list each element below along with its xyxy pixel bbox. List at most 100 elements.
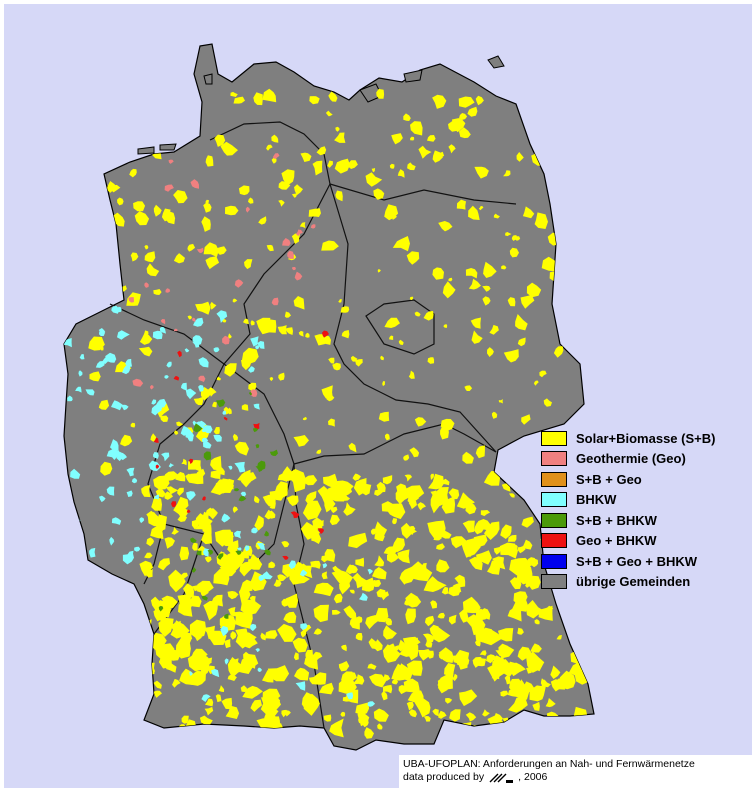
municipality-patch [456,492,475,509]
municipality-patch [434,487,449,506]
municipality-patch [478,726,489,735]
municipality-patch [161,452,170,462]
legend-swatch [541,492,567,508]
municipality-patch [223,416,228,421]
municipality-patch [283,710,291,717]
municipality-patch [217,553,224,560]
municipality-patch [241,347,259,364]
municipality-patch [539,370,547,378]
municipality-patch [214,134,226,147]
municipality-patch [465,268,478,279]
municipality-patch [122,365,131,375]
municipality-patch [507,534,517,542]
municipality-patch [216,246,227,255]
municipality-patch [173,190,188,204]
municipality-patch [224,639,231,649]
municipality-patch [382,684,393,694]
municipality-patch [355,557,365,567]
municipality-patch [541,679,551,688]
municipality-patch [221,697,233,710]
municipality-patch [198,357,209,368]
municipality-patch [157,558,171,571]
municipality-patch [181,458,187,466]
municipality-patch [250,389,258,397]
municipality-patch [430,600,438,609]
municipality-patch [210,455,222,471]
municipality-patch [144,282,149,288]
municipality-patch [212,401,217,408]
municipality-patch [371,168,376,173]
municipality-patch [444,663,456,677]
municipality-patch [310,560,321,569]
municipality-patch [468,278,481,290]
municipality-patch [323,714,332,722]
municipality-patch [201,428,206,433]
municipality-patch [365,615,380,630]
municipality-patch [406,251,420,265]
municipality-patch [243,318,249,325]
municipality-patch [365,172,383,187]
municipality-patch [350,355,358,362]
municipality-patch [448,277,453,282]
map-frame: Solar+Biomasse (S+B)Geothermie (Geo)S+B … [4,4,752,788]
municipality-patch [240,472,257,488]
municipality-patch [164,537,175,549]
municipality-patch [312,160,323,176]
legend-label: S+B + Geo + BHKW [576,553,697,569]
municipality-patch [517,646,532,661]
municipality-patch [230,91,238,97]
municipality-patch [293,435,309,447]
municipality-patch [197,580,214,594]
municipality-patch [150,385,154,390]
municipality-patch [187,315,192,320]
municipality-patch [239,611,253,625]
municipality-patch [284,327,293,335]
municipality-patch [130,152,134,157]
municipality-patch [193,317,204,327]
municipality-patch [281,598,290,607]
municipality-patch [216,310,228,323]
municipality-patch [203,202,212,213]
municipality-patch [397,169,405,178]
municipality-patch [108,123,119,133]
municipality-patch [184,348,190,353]
municipality-patch [256,317,271,335]
municipality-patch [220,625,229,637]
municipality-patch [373,708,389,722]
municipality-patch [308,208,321,217]
municipality-patch [129,168,137,178]
municipality-patch [368,638,381,650]
municipality-patch [334,158,350,174]
municipality-patch [287,250,294,259]
municipality-patch [134,546,141,552]
municipality-patch [251,527,258,534]
municipality-patch [392,518,398,525]
municipality-patch [436,151,445,160]
municipality-patch [355,616,363,624]
municipality-patch [574,632,581,640]
municipality-patch [272,153,280,160]
municipality-patch [180,425,190,436]
municipality-patch [203,548,209,557]
municipality-patch [531,97,539,104]
municipality-patch [201,437,209,444]
municipality-patch [290,511,300,519]
municipality-patch [159,615,169,628]
municipality-patch [177,350,182,358]
municipality-patch [374,555,385,567]
municipality-patch [190,537,197,543]
municipality-patch [264,530,269,537]
municipality-patch [321,385,333,400]
municipality-patch [151,405,162,416]
municipality-patch [517,627,524,635]
municipality-patch [89,371,101,382]
municipality-patch [487,347,494,357]
municipality-patch [241,404,249,411]
municipality-patch [458,96,475,108]
municipality-patch [517,337,526,347]
municipality-patch [555,678,565,690]
municipality-patch [378,411,390,422]
legend-item: S+B + BHKW [541,510,751,531]
municipality-patch [168,569,186,593]
municipality-patch [556,635,562,640]
